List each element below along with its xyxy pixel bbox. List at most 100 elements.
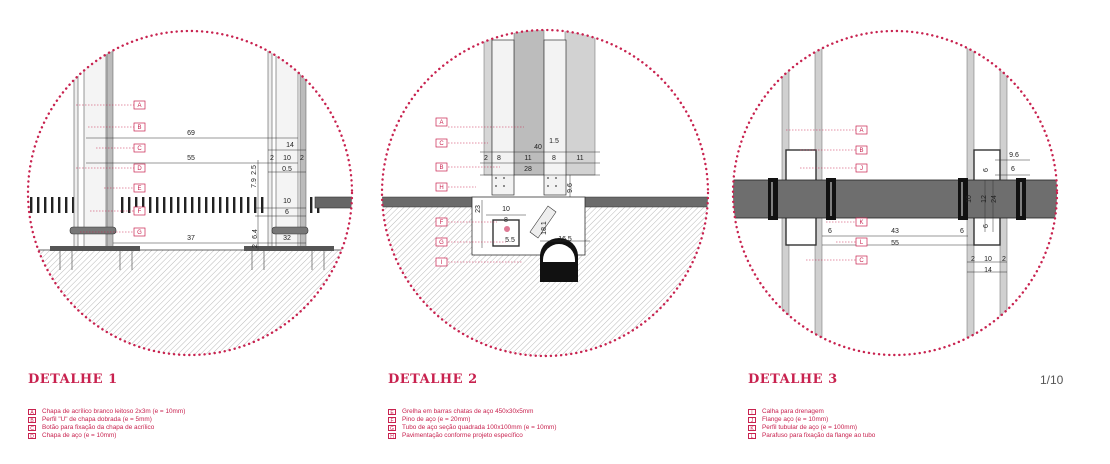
panel-mid bbox=[513, 30, 545, 176]
callout-tag: A bbox=[133, 100, 146, 110]
bolt-shafts bbox=[771, 182, 1022, 216]
dimension-label: 12 bbox=[981, 195, 988, 203]
tubular-beam bbox=[733, 179, 1057, 219]
clamp-left bbox=[69, 226, 117, 235]
callout-tag: K bbox=[855, 217, 868, 227]
callout-tag-label: A bbox=[439, 120, 443, 126]
acrylic-panel-right bbox=[267, 37, 273, 251]
callout-tag-label: C bbox=[439, 141, 444, 147]
callout-tag: L bbox=[855, 237, 868, 247]
dimension-label: 9.6 bbox=[1009, 152, 1019, 159]
page-number: 1/10 bbox=[1040, 373, 1064, 387]
leader-lines bbox=[448, 126, 524, 263]
detail-3-title: DETALHE 3 bbox=[748, 372, 838, 387]
callout-tag-label: C bbox=[137, 146, 142, 152]
legend-marker: L bbox=[748, 433, 756, 440]
callout-tag: J bbox=[855, 163, 868, 173]
panel-right bbox=[564, 30, 596, 176]
dimension-label: 9.6 bbox=[567, 183, 574, 193]
u-profile-left bbox=[83, 39, 107, 251]
steel-strip-right bbox=[299, 41, 307, 251]
legend-text: Botão para fixação da chapa de acrílico bbox=[42, 424, 155, 431]
steel-tube-left bbox=[491, 39, 515, 196]
legend-marker: F bbox=[388, 417, 396, 424]
legend-marker: D bbox=[28, 433, 36, 440]
legend-marker: H bbox=[388, 433, 396, 440]
diagonal-brace bbox=[529, 205, 557, 239]
dimension-label: 2 bbox=[300, 155, 304, 162]
callout-tag: H bbox=[435, 182, 448, 192]
legend-text: Tubo de aço seção quadrada 100x100mm (e … bbox=[402, 424, 557, 431]
dimension-label: 2 bbox=[484, 155, 488, 162]
legend-marker: A bbox=[28, 409, 36, 416]
callout-tag-label: I bbox=[441, 260, 443, 266]
legend-item: H Pavimentação conforme projeto específic… bbox=[388, 432, 556, 440]
dimension-label: 6 bbox=[960, 228, 964, 235]
side-beam bbox=[314, 196, 352, 209]
detail-3-border bbox=[731, 29, 1059, 357]
callout-tag-label: H bbox=[439, 185, 443, 191]
leader-lines bbox=[76, 104, 136, 233]
legend-marker: C bbox=[28, 425, 36, 432]
callout-tag: F bbox=[435, 217, 448, 227]
dimension-label: 43 bbox=[891, 228, 899, 235]
dimension-label: 10 bbox=[984, 256, 992, 263]
callout-tag: C bbox=[435, 138, 448, 148]
dimension-lines bbox=[822, 159, 1030, 273]
legend-marker: E bbox=[388, 409, 396, 416]
callout-tag-label: E bbox=[137, 186, 141, 192]
steel-tube-right bbox=[543, 39, 567, 196]
dimension-label: 37 bbox=[187, 235, 195, 242]
callout-tag-label: A bbox=[859, 128, 863, 134]
callout-tag: E bbox=[133, 183, 146, 193]
callout-tag: G bbox=[133, 227, 146, 237]
callout-tag-label: F bbox=[138, 209, 142, 215]
base-plate-left bbox=[50, 246, 140, 251]
callout-tag-label: G bbox=[137, 230, 142, 236]
callout-tag: B bbox=[133, 122, 146, 132]
legend-marker: J bbox=[748, 417, 756, 424]
dimension-label: 55 bbox=[891, 240, 899, 247]
callout-tag-label: D bbox=[137, 166, 142, 172]
callout-tag: A bbox=[435, 117, 448, 127]
legend-text: Perfil tubular de aço (e = 100mm) bbox=[762, 424, 858, 431]
callout-tag-label: C bbox=[859, 258, 864, 264]
dimension-label: 1.5 bbox=[549, 138, 559, 145]
dimension-label: 2 bbox=[971, 256, 975, 263]
callout-tag: I bbox=[435, 257, 448, 267]
dimension-label: 6 bbox=[983, 168, 990, 172]
dimension-label: 11 bbox=[524, 155, 531, 162]
dimension-label: 14 bbox=[984, 267, 992, 274]
steel-strip-left bbox=[106, 41, 114, 251]
dimension-label: 55 bbox=[187, 155, 195, 162]
base-plate-right bbox=[244, 246, 334, 251]
dimension-label: 8 bbox=[497, 155, 501, 162]
legend-text: Calha para drenagem bbox=[762, 408, 824, 415]
legend-text: Chapa de aço (e = 10mm) bbox=[42, 432, 117, 439]
dimension-label: 6.4 bbox=[252, 229, 259, 239]
dimension-label: 0.5 bbox=[282, 166, 292, 173]
dimension-label: 6 bbox=[285, 209, 289, 216]
dimension-label: 7.9 bbox=[251, 178, 258, 188]
callout-tag: B bbox=[435, 162, 448, 172]
dimension-label: 10 bbox=[283, 155, 291, 162]
dimension-lines bbox=[86, 137, 306, 250]
legend-marker: K bbox=[748, 425, 756, 432]
callout-tag: A bbox=[855, 125, 868, 135]
dimension-label: 69 bbox=[187, 130, 195, 137]
legend-text: Pavimentação conforme projeto específico bbox=[402, 432, 523, 439]
callout-tag: C bbox=[133, 143, 146, 153]
legend-item: C Botão para fixação da chapa de acrílico bbox=[28, 424, 185, 432]
dimension-label: 32 bbox=[283, 235, 291, 242]
callout-tag: F bbox=[133, 206, 146, 216]
